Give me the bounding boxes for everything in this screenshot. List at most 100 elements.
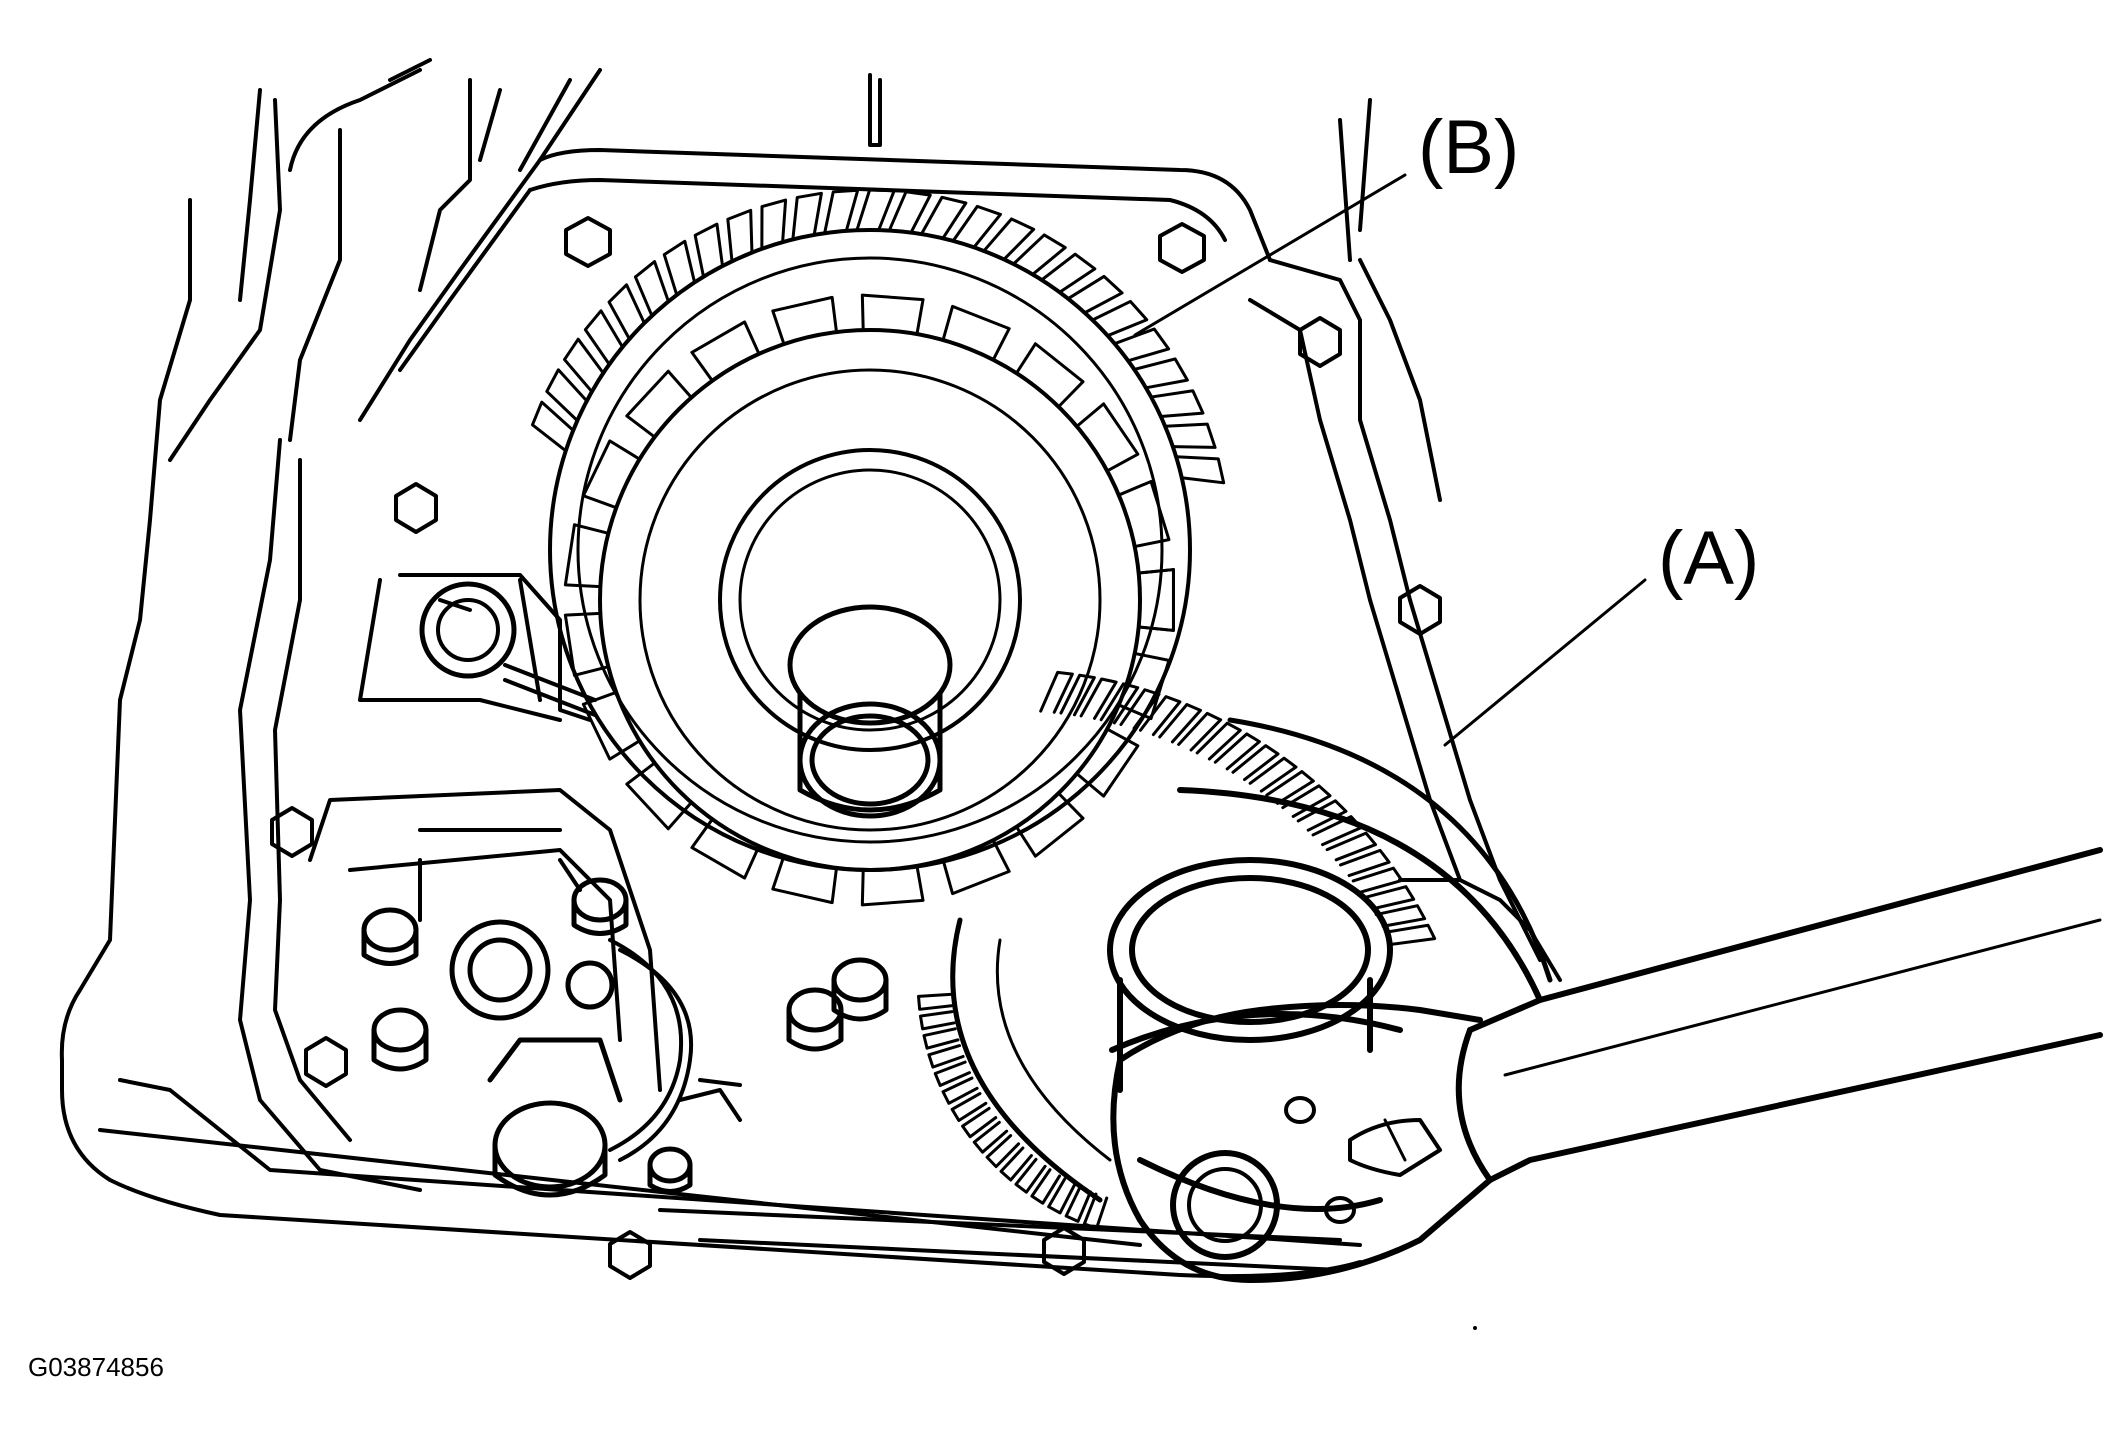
- gear-b-tooth: [887, 190, 932, 235]
- gear-a-tooth: [1030, 1168, 1062, 1205]
- gear-b-tooth: [1163, 422, 1217, 449]
- gear-a-tooth: [1039, 670, 1074, 714]
- gear-a-tooth: [1064, 1185, 1092, 1223]
- gear-a: [917, 670, 1553, 1230]
- gear-a-tooth: [950, 1092, 988, 1122]
- gear-b-tooth: [662, 239, 697, 297]
- gear-b-tooth: [545, 368, 589, 423]
- gear-b-tooth: [583, 309, 625, 366]
- gear-b-tooth: [982, 217, 1036, 261]
- gear-a-tooth: [1059, 673, 1096, 717]
- cluster-gear-tooth: [1137, 568, 1175, 632]
- gear-b-tooth: [633, 260, 670, 318]
- gear-b-tooth: [607, 283, 646, 341]
- gear-b-tooth: [1066, 274, 1124, 315]
- figure-id: G03874856: [28, 1352, 164, 1382]
- cluster-gear-tooth: [1075, 402, 1140, 473]
- gear-a-tooth: [1177, 711, 1223, 752]
- transmission-case: [59, 58, 1442, 1279]
- cluster-gear-tooth: [771, 854, 838, 905]
- cluster-gear-tooth: [1014, 342, 1085, 409]
- cluster-gear-tooth: [625, 761, 693, 831]
- cluster-gear-tooth: [1117, 479, 1171, 549]
- gear-a-upper-teeth: [1039, 670, 1437, 946]
- gear-a-tooth: [1231, 744, 1280, 782]
- gear-a-tooth: [918, 1010, 956, 1031]
- leader-line-b: [1133, 173, 1407, 337]
- left-bolts: [361, 877, 889, 1198]
- gear-b-tooth: [1040, 252, 1097, 294]
- gear-a-tooth: [972, 1120, 1009, 1154]
- center-hub: [787, 604, 953, 819]
- gear-b-tooth: [1174, 455, 1226, 485]
- gear-a-tooth: [961, 1106, 998, 1139]
- gear-b-tooth: [823, 188, 860, 235]
- callout-a-label: (A): [1658, 516, 1760, 601]
- gear-b-tooth: [791, 191, 823, 241]
- cluster-gear-tooth: [581, 439, 642, 510]
- gear-a-tooth: [1248, 756, 1298, 793]
- cluster-gear-tooth: [771, 295, 838, 346]
- gear-b-tooth: [693, 222, 724, 279]
- cluster-gear-tooth: [690, 817, 761, 880]
- gear-a-tooth: [1195, 721, 1242, 761]
- callout-b-label: (B): [1418, 105, 1520, 190]
- gear-a-tooth: [1339, 848, 1391, 878]
- speck: [1473, 1326, 1477, 1330]
- gear-a-tooth: [1363, 885, 1416, 911]
- gear-b-tooth: [530, 400, 575, 453]
- left-bracket: [308, 573, 662, 1092]
- gear-a-tooth: [927, 1044, 965, 1069]
- leader-lines: [1133, 173, 1647, 747]
- socket: [1107, 857, 1403, 1212]
- cluster-gear-tooth: [941, 838, 1011, 896]
- cluster-gear-tooth: [563, 523, 610, 589]
- cluster-gear-tooth: [1117, 651, 1171, 721]
- cluster-gear-tooth: [581, 690, 642, 761]
- cluster-gear: [563, 293, 1175, 907]
- gear-b-tooth: [760, 198, 788, 251]
- gear-a-tooth: [1158, 703, 1202, 744]
- gear-b-tooth: [1149, 389, 1205, 419]
- gear-a-tooth: [1384, 923, 1437, 946]
- leader-line-a: [1443, 578, 1647, 747]
- gear-a-tooth: [1374, 904, 1427, 928]
- cluster-gear-tooth: [1014, 791, 1085, 858]
- cluster-gear-tooth: [1137, 568, 1175, 632]
- gear-b-tooth: [1132, 357, 1189, 390]
- cluster-gear-tooth: [941, 304, 1011, 362]
- gear-a-tooth: [985, 1134, 1021, 1169]
- gear-a-tooth: [933, 1060, 971, 1088]
- gear-a-tooth: [1213, 732, 1261, 771]
- cluster-gear-tooth: [690, 320, 761, 383]
- gear-b-tooth: [1090, 299, 1149, 338]
- cover-bolt-holes: [270, 216, 1442, 1280]
- gear-a-tooth: [1079, 677, 1118, 720]
- gear-a-lower-teeth: [917, 992, 1109, 1230]
- cluster-gear-tooth: [1075, 727, 1140, 798]
- gear-a-tooth: [922, 1027, 960, 1050]
- gear-a-tooth: [941, 1076, 979, 1105]
- gear-a-tooth: [1265, 770, 1315, 805]
- gear-a-tooth: [917, 992, 953, 1011]
- gear-b-tooth: [1012, 233, 1067, 276]
- gear-b-tooth: [951, 204, 1002, 249]
- gear-a-tooth: [1099, 682, 1140, 725]
- gear-b-tooth: [919, 195, 968, 240]
- ratchet-wrench: [1110, 847, 2103, 1283]
- gear-a-tooth: [1047, 1177, 1077, 1215]
- gear-a-tooth: [1014, 1157, 1047, 1194]
- gear-a-tooth: [1082, 1192, 1109, 1230]
- gear-b-teeth: [530, 188, 1226, 485]
- cluster-gear-teeth: [563, 293, 1175, 907]
- gear-a-tooth: [1325, 831, 1378, 862]
- gear-b: [530, 188, 1226, 872]
- gear-a-tooth: [999, 1146, 1033, 1182]
- gear-a-tooth: [1138, 695, 1182, 737]
- wire-harness: [608, 938, 742, 1162]
- gear-a-tooth: [1119, 688, 1161, 730]
- cluster-gear-tooth: [563, 611, 610, 677]
- cluster-gear-tooth: [625, 369, 693, 439]
